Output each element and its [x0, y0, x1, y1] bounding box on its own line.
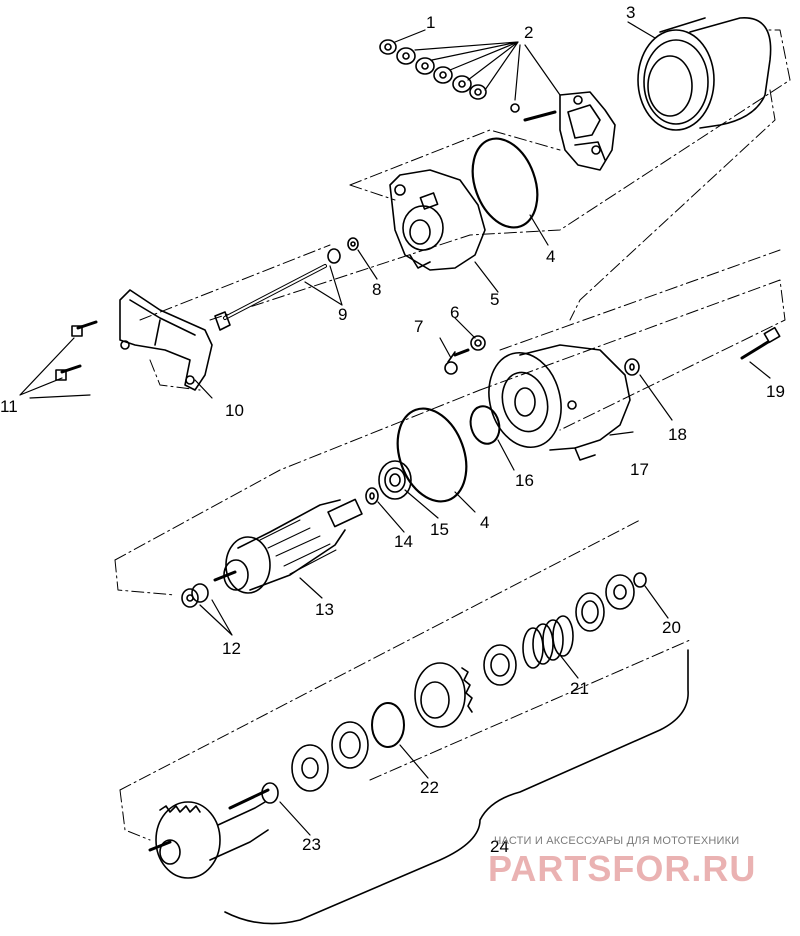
callout-21: 21	[570, 679, 589, 698]
callout-3: 3	[626, 3, 635, 22]
callout-22: 22	[420, 778, 439, 797]
watermark-tagline: ЧАСТИ И АКСЕССУАРЫ ДЛЯ МОТОТЕХНИКИ	[494, 835, 740, 847]
callout-23: 23	[302, 835, 321, 854]
callout-12: 12	[222, 639, 241, 658]
part-18-washer	[624, 358, 640, 376]
part-4-o-ring-upper	[471, 137, 539, 229]
callout-13: 13	[315, 600, 334, 619]
callout-18: 18	[668, 425, 687, 444]
part-10-bracket	[119, 289, 213, 391]
part-21-spring-set	[483, 574, 635, 686]
part-15-bearing	[378, 460, 412, 500]
callout-2: 2	[524, 23, 533, 42]
part-20-circlip	[633, 572, 647, 588]
callout-1: 1	[426, 13, 435, 32]
part-19-bolt	[740, 326, 781, 360]
part-6-nut	[470, 335, 486, 351]
callout-6: 6	[450, 303, 459, 322]
part-7-bolt	[444, 348, 470, 375]
callout-7: 7	[414, 317, 423, 336]
part-22-snap-ring	[371, 702, 405, 748]
part-11-bolts	[55, 320, 98, 381]
callout-14: 14	[394, 532, 413, 551]
part-4-o-ring-lower	[396, 407, 468, 503]
callout-9: 9	[338, 305, 347, 324]
part-2-brush-holder	[510, 91, 616, 171]
part-22-washers	[291, 721, 369, 792]
watermark-brand-logo: PARTSFOR.RU	[488, 848, 757, 889]
part-22-pinion-gear	[414, 662, 473, 728]
part-8-washer	[347, 237, 359, 251]
callout-17: 17	[630, 460, 649, 479]
part-3-yoke-housing	[637, 17, 772, 131]
part-5-rear-cover	[389, 169, 486, 271]
callout-10: 10	[225, 401, 244, 420]
callout-4-upper: 4	[546, 247, 555, 266]
part-12-springs	[181, 583, 209, 608]
part-17-front-housing	[488, 344, 631, 461]
callout-4-lower: 4	[480, 513, 489, 532]
callout-20: 20	[662, 618, 681, 637]
part-24-drive-clutch	[148, 788, 270, 879]
part-9-through-bolt	[214, 248, 341, 331]
part-13-armature	[213, 498, 363, 594]
callout-8: 8	[372, 280, 381, 299]
callout-19: 19	[766, 382, 785, 401]
assembly-guide-lines	[114, 29, 791, 841]
part-1-nut	[379, 39, 397, 55]
part-24-brace	[224, 649, 689, 925]
callout-5: 5	[490, 290, 499, 309]
callout-15: 15	[430, 520, 449, 539]
leader-lines	[19, 21, 771, 836]
callout-11: 11	[0, 397, 18, 416]
part-2-washer-set	[396, 47, 487, 100]
callout-numbers: 1 2 3 4 4 5 6 7 8 9 10 11 12 13 14 15 16…	[0, 3, 785, 856]
callout-16: 16	[515, 471, 534, 490]
part-16-ring	[469, 405, 501, 445]
part-14-washer	[365, 487, 379, 505]
callout-24: 24	[490, 837, 509, 856]
